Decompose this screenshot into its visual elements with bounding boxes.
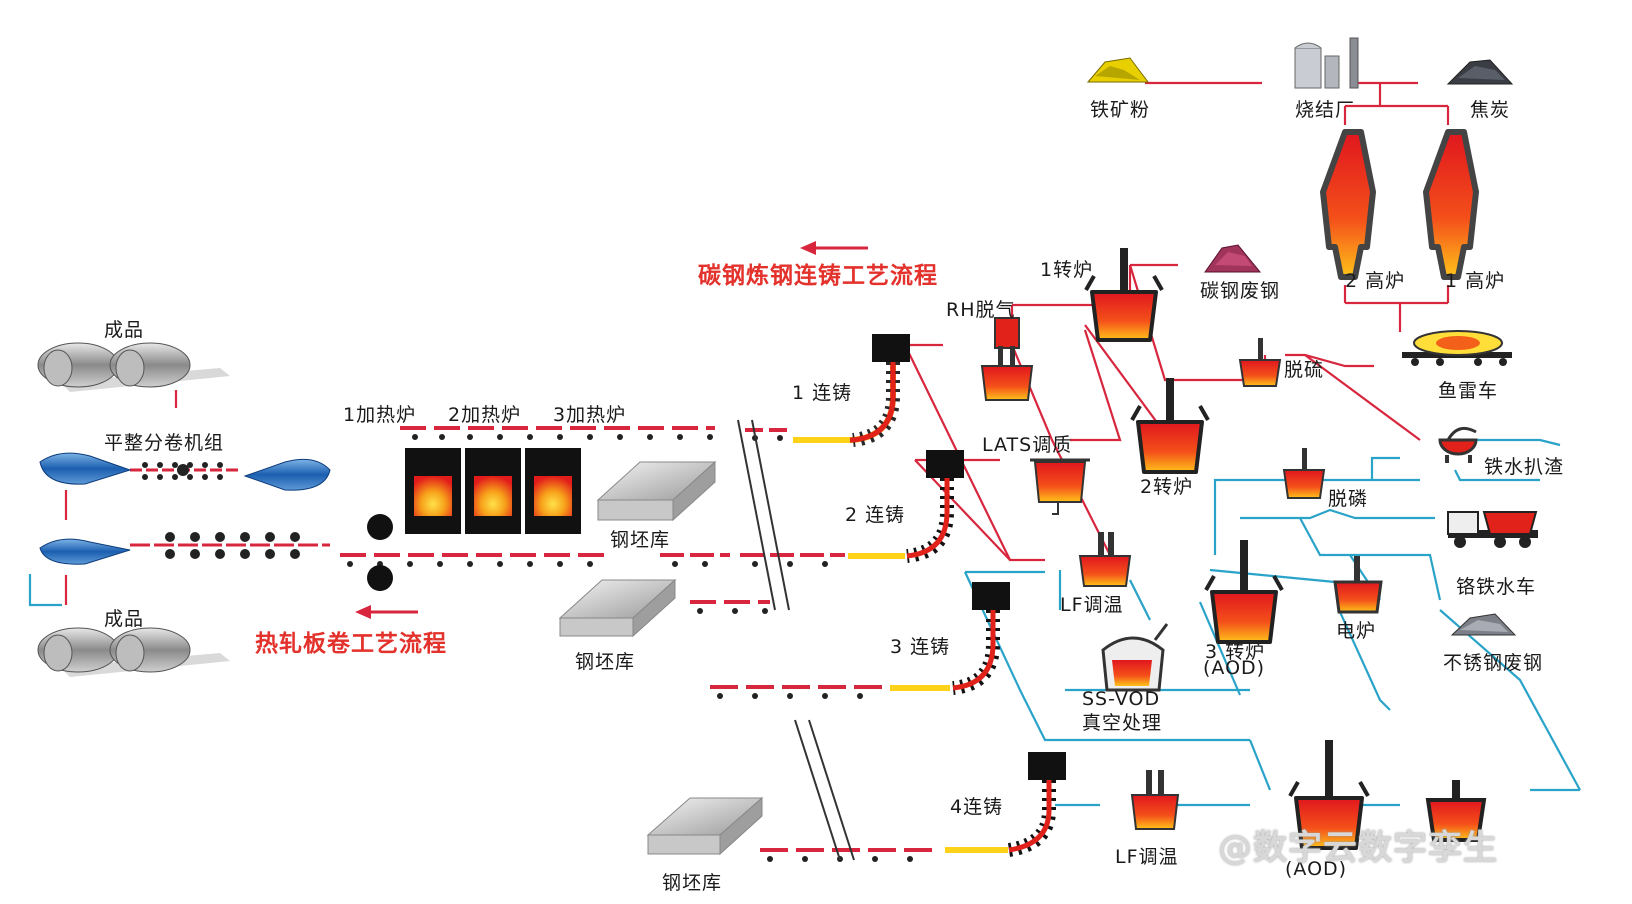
stainless-flow-lines xyxy=(28,438,1581,807)
product-top-label: 成品 xyxy=(104,319,145,341)
aod-bottom-icon xyxy=(1288,740,1370,850)
reheat-2-label: 2加热炉 xyxy=(448,404,522,426)
ssvod-label: SS-VOD xyxy=(1082,688,1161,710)
stainless-scrap-pile-icon xyxy=(1450,613,1517,636)
caster-2-icon xyxy=(848,450,964,563)
converter-1-label: 1转炉 xyxy=(1040,259,1094,281)
slab-yard-3-icon xyxy=(646,796,764,856)
caster-4-icon xyxy=(945,752,1066,857)
watermark: @数字云数字孪生 xyxy=(1218,828,1498,868)
reheat-furnace-3-icon xyxy=(525,448,581,534)
reheat-furnace-2-icon xyxy=(465,448,521,534)
lats-ladle-icon xyxy=(1030,458,1090,515)
aod-bottom-label: (AOD) xyxy=(1285,858,1348,880)
hot-rolling-title: 热轧板卷工艺流程 xyxy=(255,631,447,657)
product-bottom-label: 成品 xyxy=(104,608,145,630)
finished-coils-top-icon xyxy=(37,342,230,392)
electric-furnace-icon xyxy=(1333,556,1383,614)
caster-3-icon xyxy=(890,582,1010,695)
dephos-label: 脱磷 xyxy=(1328,488,1369,510)
chrome-truck-label: 铬铁水车 xyxy=(1456,576,1537,598)
reheat-3-label: 3加热炉 xyxy=(553,404,627,426)
coke-label: 焦炭 xyxy=(1470,99,1511,121)
lf-bottom-label: LF调温 xyxy=(1115,846,1179,868)
skimming-label: 铁水扒渣 xyxy=(1484,456,1565,478)
carbon-flow-arrow-icon xyxy=(800,241,868,255)
iron-ore-label: 铁矿粉 xyxy=(1090,99,1151,121)
bf2-label: 2 高炉 xyxy=(1345,270,1406,292)
sinter-plant-icon xyxy=(1294,37,1359,89)
finished-coils-bottom-icon xyxy=(37,627,230,677)
vacuum-label: 真空处理 xyxy=(1082,712,1163,734)
desulfur-ladle-icon xyxy=(1238,338,1282,387)
lf-ladle-icon xyxy=(1078,532,1132,587)
descaler-rolls-icon xyxy=(367,514,393,591)
blast-furnace-2-icon xyxy=(1320,129,1376,280)
caster-2-label: 2 连铸 xyxy=(845,504,906,526)
blast-furnace-1-icon xyxy=(1423,129,1479,280)
aod-right-icon xyxy=(1425,780,1487,842)
converter-3-aod-icon xyxy=(1204,540,1284,644)
converter-1-icon xyxy=(1084,248,1164,342)
rolling-flow-arrow-icon xyxy=(355,605,418,619)
slab-yard-3-label: 钢坯库 xyxy=(662,872,723,894)
aod-label: (AOD) xyxy=(1203,657,1266,679)
caster-4-label: 4连铸 xyxy=(950,796,1004,818)
lf-bottom-ladle-icon xyxy=(1130,770,1180,830)
slab-yard-2-label: 钢坯库 xyxy=(575,651,636,673)
converter-2-icon xyxy=(1130,378,1210,474)
slab-yard-1-icon xyxy=(596,460,717,522)
slab-yard-1-label: 钢坯库 xyxy=(610,529,671,551)
carbon-scrap-pile-icon xyxy=(1204,244,1262,273)
carbon-scrap-label: 碳钢废钢 xyxy=(1200,280,1281,302)
slitting-line-label: 平整分卷机组 xyxy=(104,432,225,454)
carbon-steel-title: 碳钢炼钢连铸工艺流程 xyxy=(698,263,938,289)
caster-3-label: 3 连铸 xyxy=(890,636,951,658)
eaf-label: 电炉 xyxy=(1336,620,1377,642)
stainless-scrap-label: 不锈钢废钢 xyxy=(1443,652,1544,674)
rh-degasser-icon xyxy=(980,317,1034,401)
roller-dots xyxy=(142,434,913,862)
lf-label: LF调温 xyxy=(1060,594,1124,616)
transfer-lines xyxy=(737,419,855,861)
slab-yard-2-icon xyxy=(558,578,677,638)
converter-2-label: 2转炉 xyxy=(1140,476,1194,498)
skimming-station-icon xyxy=(1438,426,1478,463)
sinter-plant-label: 烧结厂 xyxy=(1295,99,1356,121)
torpedo-car-label: 鱼雷车 xyxy=(1438,380,1499,402)
torpedo-car-icon xyxy=(1402,330,1512,366)
desulfur-label: 脱硫 xyxy=(1284,359,1325,381)
roller-tables xyxy=(130,426,940,852)
chrome-iron-truck-icon xyxy=(1447,511,1538,548)
caster-1-icon xyxy=(793,334,910,447)
rh-label: RH脱气 xyxy=(946,299,1016,321)
dephos-ladle-icon xyxy=(1282,448,1326,499)
coke-pile-icon xyxy=(1446,59,1514,85)
ssvod-vessel-icon xyxy=(1101,623,1169,692)
reheat-1-label: 1加热炉 xyxy=(343,404,417,426)
converter-3-label: 3 转炉 xyxy=(1205,641,1266,663)
coiler-connectors xyxy=(64,390,178,605)
caster-1-label: 1 连铸 xyxy=(792,382,853,404)
hot-coils-blue-icon xyxy=(39,452,331,565)
reheat-furnace-1-icon xyxy=(405,448,461,534)
bf1-label: 1 高炉 xyxy=(1445,270,1506,292)
lats-label: LATS调质 xyxy=(982,434,1073,456)
iron-ore-pile-icon xyxy=(1086,57,1149,83)
